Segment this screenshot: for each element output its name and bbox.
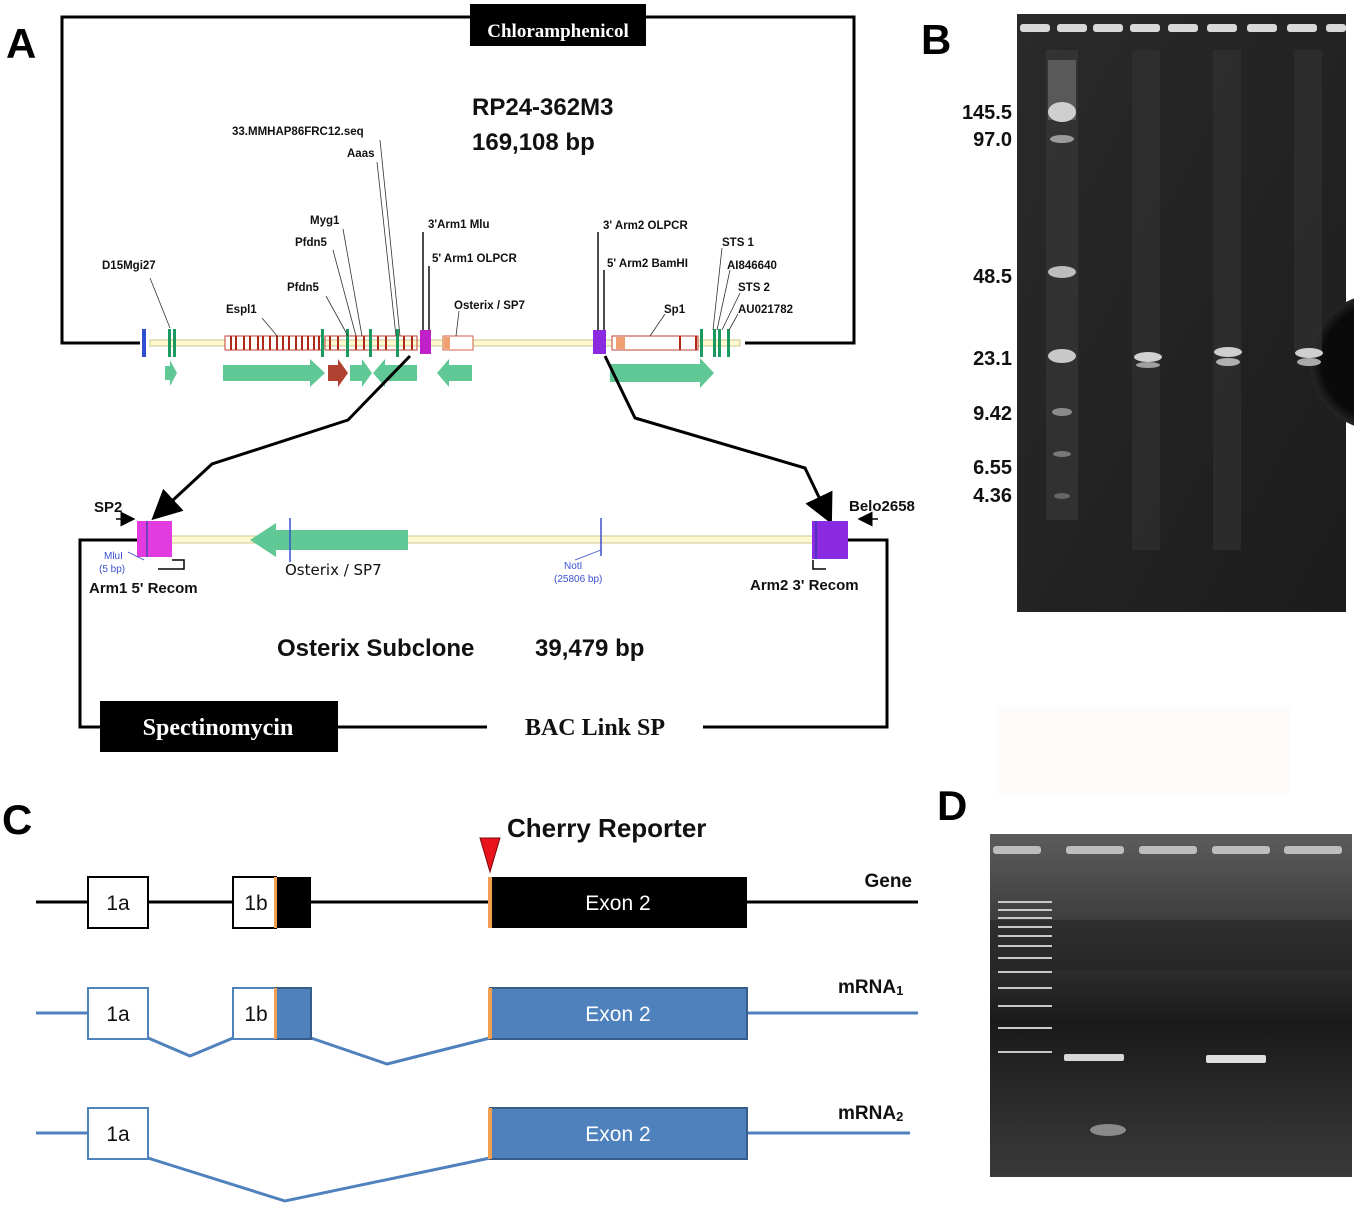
mrna2-row: 1a Exon 2 mRNA2 (36, 1103, 910, 1203)
arm-leaders (422, 232, 605, 330)
reporter-arrow-icon (479, 837, 501, 874)
panel-a-letter: A (6, 20, 36, 67)
mrna1-subscript: 1 (896, 983, 903, 998)
locus-label: Pfdn5 (287, 282, 320, 294)
arm2-junction (812, 560, 826, 570)
noti-pos: (25806 bp) (554, 574, 602, 585)
osterix-label: Osterix / SP7 (285, 561, 382, 579)
marker-label: 6.55 (973, 457, 1012, 479)
mrna2-subscript: 2 (896, 1109, 903, 1124)
exon-2: Exon 2 (585, 1003, 650, 1026)
bac-backbone (60, 15, 856, 345)
exon-1a: 1a (106, 1123, 130, 1146)
gene-label: Gene (864, 871, 912, 892)
mrna1-label-text: mRNA (838, 977, 896, 998)
locus-label: 5' Arm1 OLPCR (432, 253, 517, 265)
arm1-junction (158, 559, 185, 570)
marker-label: 9.42 (973, 403, 1012, 425)
mrna1-row: 1a 1b Exon 2 mRNA1 (36, 977, 918, 1066)
exon-1b: 1b (244, 1003, 267, 1026)
arm2-box (812, 521, 848, 559)
marker-label: 145.5 (962, 102, 1012, 124)
arm2-connector (603, 355, 833, 525)
locus-label: 3'Arm1 Mlu (428, 219, 490, 231)
exon-1b: 1b (244, 892, 267, 915)
bac-link-label: BAC Link SP (525, 715, 665, 741)
chloramphenicol-label: Chloramphenicol (487, 21, 628, 42)
spectinomycin-label: Spectinomycin (143, 715, 294, 741)
sp2-label: SP2 (94, 499, 122, 516)
locus-label: Aaas (347, 148, 375, 160)
marker-label: 48.5 (973, 266, 1012, 288)
mrna2-label-text: mRNA (838, 1103, 896, 1124)
panel-c-letter: C (2, 796, 32, 843)
exon-2: Exon 2 (585, 892, 650, 915)
chloramphenicol-box (470, 4, 646, 46)
spectinomycin-box (100, 701, 338, 752)
panel-b-letter: B (921, 16, 951, 63)
locus-label: 3' Arm2 OLPCR (603, 220, 688, 232)
mrna2-label: mRNA2 (838, 1103, 903, 1124)
mlu-pos: (5 bp) (99, 564, 125, 575)
bac-size: 169,108 bp (472, 129, 595, 156)
arm1-connector (151, 354, 412, 521)
arm2-label: Arm2 3' Recom (750, 577, 859, 594)
panel-d-letter: D (937, 782, 967, 829)
reporter-label: Cherry Reporter (507, 813, 706, 843)
exon-1a: 1a (106, 892, 130, 915)
locus-label: STS 1 (722, 237, 755, 249)
gel-d (990, 834, 1352, 1177)
gel-b (1017, 14, 1354, 612)
subclone-backbone (78, 538, 889, 729)
gene-arrows (165, 358, 714, 388)
bac-name: RP24-362M3 (472, 94, 613, 121)
belo-label: Belo2658 (849, 498, 915, 515)
locus-label: Myg1 (310, 215, 340, 227)
locus-label: Espl1 (226, 304, 257, 316)
locus-label: Osterix / SP7 (454, 300, 525, 312)
noti-label: NotI (564, 561, 582, 572)
subclone-name: Osterix Subclone (277, 635, 474, 662)
arm1-box (137, 521, 172, 557)
marker-label: 23.1 (973, 348, 1012, 370)
mlu-label: MluI (104, 551, 123, 562)
osterix-arrow (250, 523, 408, 557)
arm1-label: Arm1 5' Recom (89, 580, 198, 597)
gene-row: 1a 1b Exon 2 Gene (36, 871, 918, 929)
exon-2: Exon 2 (585, 1123, 650, 1146)
locus-label: AU021782 (738, 304, 793, 316)
locus-leaders (149, 139, 741, 338)
locus-label: 33.MMHAP86FRC12.seq (232, 126, 364, 138)
blank-region (996, 706, 1290, 794)
subclone-size: 39,479 bp (535, 635, 644, 662)
locus-label: Sp1 (664, 304, 686, 316)
locus-label: 5' Arm2 BamHI (607, 258, 688, 270)
gel-b-markers: 145.5 97.0 48.5 23.1 9.42 6.55 4.36 (962, 102, 1012, 507)
locus-label: Pfdn5 (295, 237, 328, 249)
exon-1a: 1a (106, 1003, 130, 1026)
marker-label: 4.36 (973, 485, 1012, 507)
marker-label: 97.0 (973, 129, 1012, 151)
bac-insert-track (142, 329, 741, 357)
locus-label: STS 2 (738, 282, 770, 294)
mrna1-label: mRNA1 (838, 977, 903, 998)
locus-label: AI846640 (727, 260, 777, 272)
locus-label: D15Mgi27 (102, 260, 156, 272)
